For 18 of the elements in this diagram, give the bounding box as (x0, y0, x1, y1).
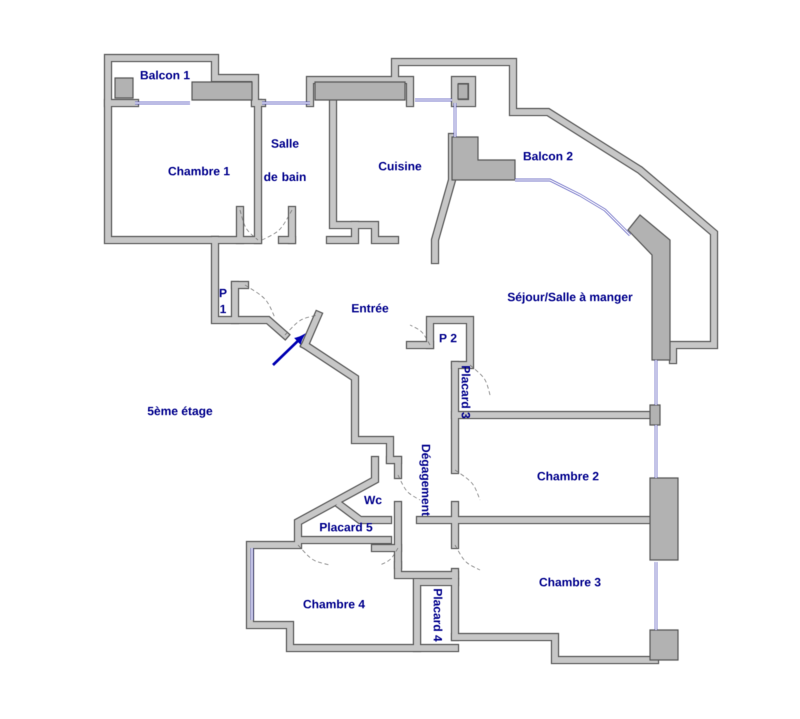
room-label: Placard 5 (320, 522, 372, 532)
room-label: 5ème étage (148, 406, 212, 418)
room-label: Dégagement (419, 444, 431, 516)
room-label: Balcon 2 (524, 152, 573, 160)
room-label: Placard 4 (434, 589, 442, 642)
room-label: Chambre 3 (540, 578, 601, 586)
room-label: Wc (364, 496, 382, 504)
room-label: Balcon 1 (140, 70, 190, 80)
room-label: P 1 (220, 288, 227, 314)
room-label: Entrée (352, 304, 388, 312)
room-label: Séjour/Salle à manger (508, 292, 633, 304)
room-label: Chambre 1 (168, 166, 230, 176)
room-label: Chambre 4 (304, 600, 365, 608)
room-label: Chambre 2 (538, 472, 599, 480)
room-label: Salle de bain (264, 138, 306, 182)
room-label: Cuisine (378, 162, 422, 170)
room-label: Placard 3 (462, 366, 470, 418)
room-label: P 2 (440, 334, 457, 342)
